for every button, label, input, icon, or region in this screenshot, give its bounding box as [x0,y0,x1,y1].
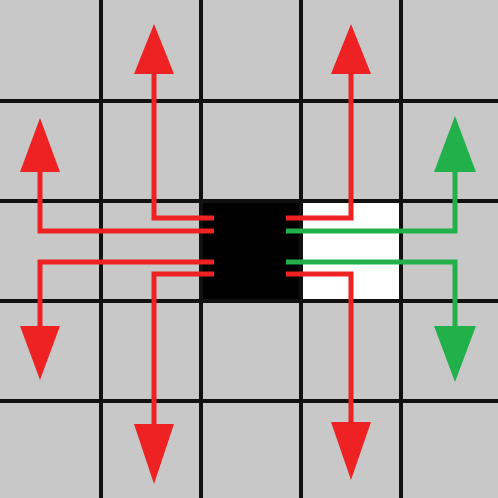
black-cell [200,200,300,300]
arrow-up-right-line [286,62,354,221]
arrow-up-left-line [151,62,214,221]
arrow-right-up-head [434,116,476,172]
arrow-down-right-line [286,271,354,428]
arrow-down-right-head [331,422,371,480]
arrow-right-down-head [434,326,476,382]
arrow-left-up-head [20,118,60,172]
arrow-left-down-line [37,259,214,330]
arrow-up-left-head [134,24,174,74]
arrow-down-left-line [151,271,214,428]
arrow-up-right-head [331,24,371,74]
arrow-right-down-line [286,259,458,330]
arrow-right-up-line [286,168,458,234]
arrow-left-up-line [37,168,214,234]
arrow-down-left-head [134,424,174,484]
arrow-left-down-head [20,326,60,380]
